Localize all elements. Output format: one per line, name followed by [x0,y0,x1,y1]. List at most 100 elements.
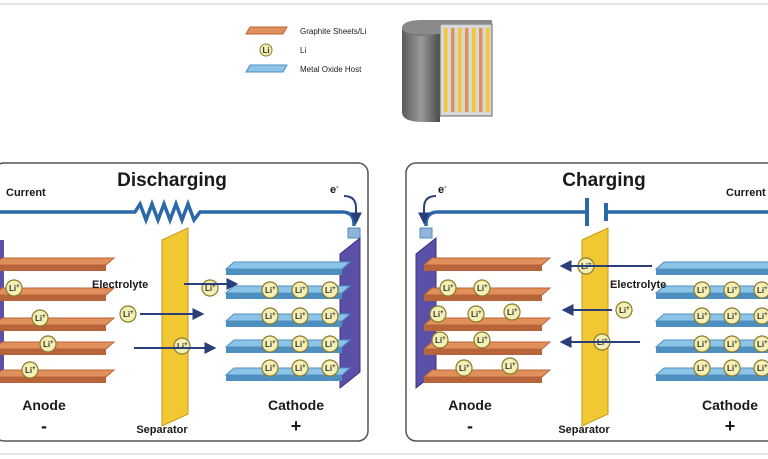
ion-glyph: Li+ [205,284,216,293]
legend-oxide-swatch [245,64,288,73]
discharging-anode-sheet [0,257,116,271]
ion-glyph: Li+ [43,340,54,349]
ion-glyph: Li+ [477,336,488,345]
ion-glyph: Li+ [757,312,768,321]
charging-electron-arrow [418,195,437,225]
ion-glyph: Li+ [295,312,306,321]
ion-glyph: Li+ [123,310,134,319]
charging-anode-ion: Li+ [439,279,457,297]
discharging-separator-label: Separator [136,424,188,436]
ion-glyph: Li+ [727,364,738,373]
discharging-anode-ion: Li+ [39,335,57,353]
charging-title: Charging [562,170,645,191]
discharging-cathode-ion: Li+ [261,281,279,299]
discharging-migrating-ion: Li+ [201,279,219,297]
discharging-cathode-ion: Li+ [321,307,339,325]
ion-glyph: Li+ [325,286,336,295]
charging-cathode-sheet [654,339,768,353]
charging-anode-ion: Li+ [467,305,485,323]
discharging-anode-sheet [0,369,116,383]
charging-cathode-sign: + [725,416,736,436]
ion-glyph: Li+ [265,312,276,321]
charging-electrolyte-label: Electrolyte [610,279,666,291]
discharging-anode-sheet [0,341,116,355]
discharging-cathode-terminal [347,227,361,239]
charging-anode-ion: Li+ [473,331,491,349]
discharging-cathode-sheet [224,367,352,381]
charging-cathode-ion: Li+ [753,335,768,353]
charging-cathode-sheet [654,261,768,275]
charging-anode-ion: Li+ [429,305,447,323]
discharging-cathode-ion: Li+ [261,307,279,325]
battery-cylinder-icon [402,20,493,122]
ion-glyph: Li+ [325,312,336,321]
charging-current-label: Current [726,187,766,199]
charging-cathode-ion: Li+ [693,281,711,299]
charging-anode-label: Anode [448,397,492,413]
ion-glyph: Li+ [325,364,336,373]
ion-glyph: Li+ [177,342,188,351]
discharging-anode-sheet [0,287,116,301]
discharging-cathode-ion: Li+ [321,281,339,299]
charging-anode-sheet [422,257,552,271]
cylinder-layer [472,28,476,112]
discharging-anode-label: Anode [22,397,66,413]
charging-anode-terminal [419,227,433,239]
cylinder-layer [451,28,455,112]
discharging-anode-sign: - [41,416,47,436]
ion-glyph: Li+ [295,364,306,373]
discharging-panel: Discharging Current e- Electrolyte Li+Li… [0,162,369,442]
ion-glyph: Li+ [757,340,768,349]
ion-glyph: Li+ [697,340,708,349]
ion-glyph: Li+ [757,286,768,295]
charging-cathode-ion: Li+ [693,307,711,325]
ion-glyph: Li+ [265,340,276,349]
discharging-electron-arrow [343,195,362,225]
charging-electron-label: e- [438,184,447,196]
charging-anode-ion: Li+ [455,359,473,377]
charging-anode-ion: Li+ [431,331,449,349]
legend-graphite-swatch [245,26,288,35]
cylinder-layer [458,28,462,112]
charging-anode-ion: Li+ [473,279,491,297]
ion-glyph: Li+ [9,284,20,293]
ion-glyph: Li+ [727,286,738,295]
ion-glyph: Li+ [265,286,276,295]
legend-li-swatch: Li [259,43,273,57]
discharging-anode-ion: Li+ [21,361,39,379]
charging-cathode-sheet [654,285,768,299]
ion-glyph: Li+ [459,364,470,373]
discharging-migrating-ion: Li+ [119,305,137,323]
charging-anode-ion: Li+ [503,303,521,321]
discharging-cathode-collector [339,236,361,390]
discharging-title: Discharging [117,170,227,191]
discharging-cathode-ion: Li+ [321,359,339,377]
discharging-cathode-ion: Li+ [321,335,339,353]
discharging-cathode-ion: Li+ [291,281,309,299]
ion-glyph: Li+ [295,340,306,349]
ion-glyph: Li+ [325,340,336,349]
cylinder-layer [444,28,448,112]
charging-migrating-ion: Li+ [615,301,633,319]
charging-cathode-sheet [654,313,768,327]
discharging-cathode-ion: Li+ [261,359,279,377]
charging-anode-sign: - [467,416,473,436]
ion-glyph: Li+ [25,366,36,375]
ion-glyph: Li+ [697,364,708,373]
ion-glyph: Li+ [619,306,630,315]
charging-cathode-ion: Li+ [753,307,768,325]
legend-li-label: Li [300,46,306,55]
charging-cathode-ion: Li+ [723,359,741,377]
charging-cathode-ion: Li+ [753,281,768,299]
charging-anode-sheet [422,369,552,383]
discharging-cathode-ion: Li+ [261,335,279,353]
legend-graphite-label: Graphite Sheets/Li [300,27,366,36]
discharging-cathode-ion: Li+ [291,359,309,377]
cylinder-layer [465,28,469,112]
discharging-separator [161,227,189,427]
ion-glyph: Li+ [697,312,708,321]
discharging-anode-ion: Li+ [5,279,23,297]
ion-glyph: Li+ [265,364,276,373]
ion-glyph: Li+ [35,314,46,323]
